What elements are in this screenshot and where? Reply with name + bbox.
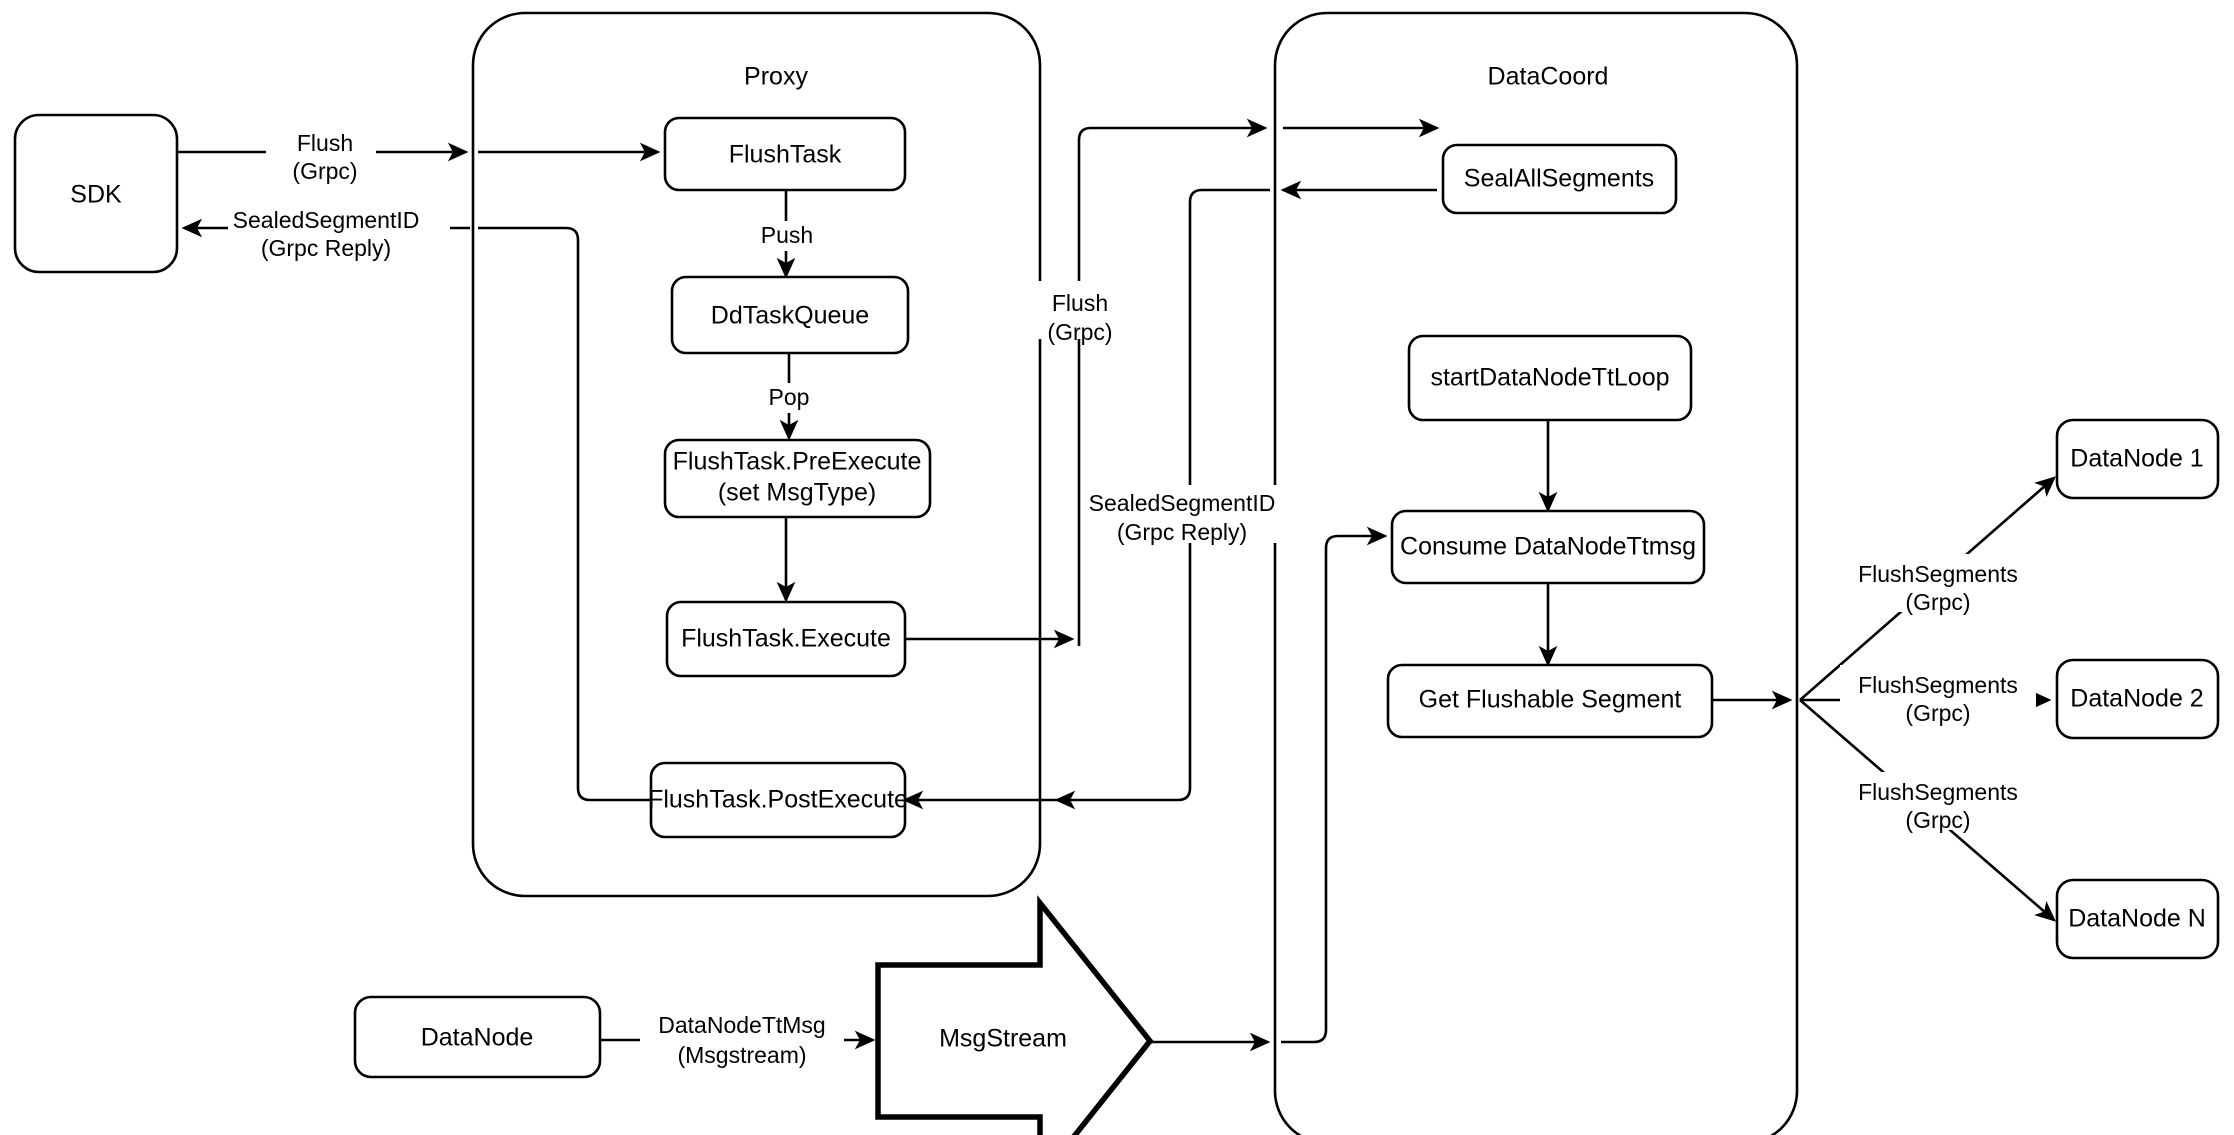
node-msgstream[interactable] (875, 895, 1154, 1135)
edge-label-bg-push (748, 221, 826, 251)
edge-label-reply-spine-line1: SealedSegmentID (1089, 490, 1276, 516)
node-get-flushable-segment[interactable] (1386, 663, 1714, 739)
group-proxy-label: Proxy (744, 63, 808, 91)
node-ddtaskqueue[interactable] (670, 275, 910, 355)
edge-label-flush-dn2-line2: (Grpc) (1905, 700, 1970, 726)
edge-label-sdk-reply-line2: (Grpc Reply) (261, 235, 391, 261)
node-msgstream-label: MsgStream (939, 1025, 1067, 1053)
node-datanode-2[interactable] (2055, 658, 2220, 740)
edge-label-datanodettmsg-line2: (Msgstream) (677, 1042, 806, 1068)
group-proxy (471, 11, 1042, 898)
edge-label-flush-dnn-line1: FlushSegments (1858, 779, 2018, 805)
node-datanode-n-label: DataNode N (2068, 905, 2206, 933)
node-datanode-1[interactable] (2055, 418, 2220, 500)
node-flushtask-label: FlushTask (729, 141, 842, 169)
edge-label-reply-spine-line2: (Grpc Reply) (1117, 519, 1247, 545)
node-consume-datanodettmsg-label: Consume DataNodeTtmsg (1400, 533, 1696, 561)
node-startdatanodettloop[interactable] (1407, 334, 1693, 422)
node-flushtask-preexecute-label-line1: FlushTask.PreExecute (673, 448, 922, 476)
edge-label-push: Push (761, 222, 813, 248)
edge-flush-grpc-spine (1077, 118, 1268, 646)
edge-label-sdk-flush-line2: (Grpc) (292, 158, 357, 184)
edge-label-flush-dn1-line2: (Grpc) (1905, 589, 1970, 615)
edge-label-bg-flush-dn1 (1840, 554, 2036, 612)
edge-label-bg-flush-spine (1022, 281, 1128, 339)
edge-label-flush-spine-line1: Flush (1052, 290, 1108, 316)
node-flushtask-preexecute[interactable] (663, 438, 932, 519)
node-flushtask-postexecute[interactable] (649, 761, 907, 839)
group-datacoord (1273, 11, 1799, 1135)
edge-label-bg-flush-dn2 (1840, 665, 2036, 723)
edge-label-bg-sdk-flush (266, 128, 376, 184)
edge-label-pop: Pop (769, 384, 810, 410)
node-sdk-label: SDK (70, 181, 122, 209)
node-flushtask-execute-label: FlushTask.Execute (681, 625, 891, 653)
node-datanode-1-label: DataNode 1 (2070, 445, 2203, 473)
node-sealallsegments[interactable] (1441, 143, 1678, 215)
node-datanode-n[interactable] (2055, 878, 2220, 960)
edge-label-flush-dnn-line2: (Grpc) (1905, 807, 1970, 833)
node-sealallsegments-label: SealAllSegments (1464, 165, 1654, 193)
edge-label-bg-pop (755, 383, 823, 413)
node-datanode-bottom-label: DataNode (421, 1024, 534, 1052)
node-flushtask[interactable] (663, 116, 907, 192)
node-ddtaskqueue-label: DdTaskQueue (711, 302, 869, 330)
edge-label-flush-dn1-line1: FlushSegments (1858, 561, 2018, 587)
edge-label-flush-spine-line2: (Grpc) (1047, 319, 1112, 345)
node-flushtask-execute[interactable] (665, 600, 907, 678)
edge-ttmsg-up-to-consume (1281, 526, 1388, 1044)
node-consume-datanodettmsg[interactable] (1390, 509, 1706, 585)
edge-label-sdk-flush-line1: Flush (297, 130, 353, 156)
edge-label-bg-sdk-reply (228, 204, 450, 262)
node-startdatanodettloop-label: startDataNodeTtLoop (1430, 364, 1669, 392)
node-flushtask-preexecute-label-line2: (set MsgType) (718, 479, 876, 507)
node-get-flushable-segment-label: Get Flushable Segment (1419, 686, 1682, 714)
node-sdk[interactable] (13, 113, 179, 274)
node-flushtask-postexecute-label: FlushTask.PostExecute (648, 786, 908, 814)
group-datacoord-label: DataCoord (1488, 63, 1609, 91)
edge-label-datanodettmsg-line1: DataNodeTtMsg (658, 1012, 825, 1038)
edge-label-bg-flush-dnn (1840, 772, 2036, 830)
edge-label-sdk-reply-line1: SealedSegmentID (233, 207, 420, 233)
edge-postexecute-to-proxy-boundary (478, 226, 651, 802)
edge-label-flush-dn2-line1: FlushSegments (1858, 672, 2018, 698)
node-datanode-2-label: DataNode 2 (2070, 685, 2203, 713)
edge-label-bg-reply-spine (1085, 485, 1293, 543)
edge-label-bg-datanodettmsg (640, 1011, 844, 1069)
node-datanode-bottom[interactable] (353, 995, 602, 1079)
